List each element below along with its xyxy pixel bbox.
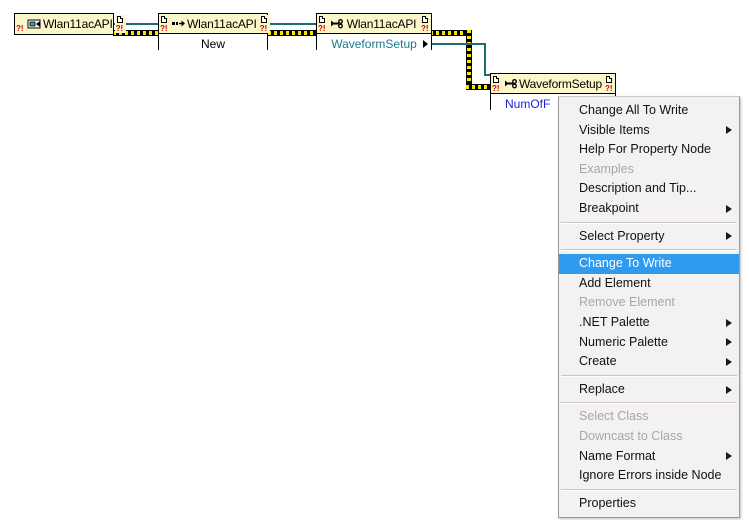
menu-item-label: Help For Property Node xyxy=(579,142,712,157)
menu-item-select-class: Select Class xyxy=(559,407,739,427)
property-label: WaveformSetup xyxy=(331,37,417,51)
menu-item-create[interactable]: Create xyxy=(559,352,739,372)
terminal-left[interactable]: ?! xyxy=(159,14,170,33)
wire-data-1[interactable] xyxy=(113,23,158,25)
wire-error-3-v[interactable] xyxy=(466,30,472,90)
wire-data-3-v[interactable] xyxy=(484,43,486,76)
dotnet-refnum-icon xyxy=(26,15,43,33)
menu-item-description-and-tip[interactable]: Description and Tip... xyxy=(559,179,739,199)
menu-item-change-all-to-write[interactable]: Change All To Write xyxy=(559,101,739,121)
node-constructor-ref[interactable]: ?! Wlan11acAPI ?! xyxy=(14,13,126,35)
node-header: ?! Wlan11acAPI ?! xyxy=(317,14,431,34)
submenu-arrow-icon xyxy=(726,338,732,347)
wire-error-1[interactable] xyxy=(113,30,158,36)
node-subtitle: New xyxy=(159,34,267,54)
menu-item-label: Create xyxy=(579,354,617,369)
menu-item-label: Description and Tip... xyxy=(579,181,697,196)
menu-item-label: Name Format xyxy=(579,448,656,463)
menu-separator xyxy=(561,249,737,252)
menu-item-label: Replace xyxy=(579,381,625,396)
menu-item-add-element[interactable]: Add Element xyxy=(559,274,739,294)
node-constructor-new[interactable]: ?! Wlan11acAPI ?! New xyxy=(158,13,270,54)
menu-item-numeric-palette[interactable]: Numeric Palette xyxy=(559,333,739,353)
node-title: WaveformSetup xyxy=(519,76,602,91)
menu-item-label: Remove Element xyxy=(579,295,675,310)
menu-item-label: Visible Items xyxy=(579,122,650,137)
menu-item-replace[interactable]: Replace xyxy=(559,380,739,400)
submenu-arrow-icon xyxy=(726,452,732,461)
node-header: ?! WaveformSetup ?! xyxy=(491,74,615,94)
terminal-right[interactable]: ?! xyxy=(114,15,126,33)
property-label: NumOfF xyxy=(505,97,551,111)
wire-error-3-h2[interactable] xyxy=(466,84,492,90)
menu-item-label: Downcast to Class xyxy=(579,428,683,443)
terminal-left[interactable]: ?! xyxy=(15,15,26,33)
menu-item-label: Add Element xyxy=(579,275,651,290)
menu-item-properties[interactable]: Properties xyxy=(559,494,739,514)
submenu-arrow-icon xyxy=(726,204,732,213)
menu-item-label: Numeric Palette xyxy=(579,334,668,349)
menu-item-label: Properties xyxy=(579,495,636,510)
wire-data-3-h2[interactable] xyxy=(484,74,492,76)
submenu-arrow-icon xyxy=(726,318,732,327)
submenu-arrow-icon xyxy=(726,126,732,135)
submenu-arrow-icon xyxy=(726,357,732,366)
menu-item-examples: Examples xyxy=(559,160,739,180)
node-property-row[interactable]: WaveformSetup xyxy=(317,34,431,54)
property-node-icon xyxy=(328,15,345,33)
menu-item-label: Breakpoint xyxy=(579,200,639,215)
constructor-node-icon xyxy=(170,15,187,33)
menu-item-label: Change To Write xyxy=(579,256,672,271)
wire-error-2[interactable] xyxy=(268,30,316,36)
menu-item-label: Change All To Write xyxy=(579,103,689,117)
submenu-arrow-icon xyxy=(726,232,732,241)
menu-item-label: Select Class xyxy=(579,409,649,424)
terminal-right[interactable]: ?! xyxy=(258,14,270,33)
node-header: ?! Wlan11acAPI ?! xyxy=(159,14,270,34)
node-title: Wlan11acAPI xyxy=(346,16,417,31)
wire-data-3-h[interactable] xyxy=(432,43,486,45)
terminal-left[interactable]: ?! xyxy=(317,14,328,33)
menu-item-breakpoint[interactable]: Breakpoint xyxy=(559,199,739,219)
menu-item-select-property[interactable]: Select Property xyxy=(559,227,739,247)
node-title: Wlan11acAPI xyxy=(43,17,113,31)
menu-item-label: Select Property xyxy=(579,228,665,243)
menu-item-net-palette[interactable]: .NET Palette xyxy=(559,313,739,333)
menu-separator xyxy=(561,374,737,377)
menu-item-visible-items[interactable]: Visible Items xyxy=(559,121,739,141)
menu-item-label: .NET Palette xyxy=(579,314,650,329)
menu-item-label: Examples xyxy=(579,161,634,176)
menu-item-ignore-errors-inside-node[interactable]: Ignore Errors inside Node xyxy=(559,466,739,486)
node-title: Wlan11acAPI xyxy=(187,16,257,31)
menu-item-name-format[interactable]: Name Format xyxy=(559,447,739,467)
wire-data-2[interactable] xyxy=(268,23,316,25)
wire-error-3-h[interactable] xyxy=(430,30,472,36)
submenu-arrow-icon xyxy=(726,385,732,394)
menu-item-change-to-write[interactable]: Change To Write xyxy=(559,254,739,274)
menu-item-help-for-property-node[interactable]: Help For Property Node xyxy=(559,140,739,160)
menu-item-downcast-to-class: Downcast to Class xyxy=(559,427,739,447)
menu-separator xyxy=(561,221,737,224)
terminal-right[interactable]: ?! xyxy=(420,14,431,33)
node-property-waveformsetup[interactable]: ?! Wlan11acAPI ?! WaveformSetup xyxy=(316,13,432,54)
menu-item-remove-element: Remove Element xyxy=(559,293,739,313)
node-header: ?! Wlan11acAPI ?! xyxy=(15,14,126,34)
menu-item-label: Ignore Errors inside Node xyxy=(579,468,722,483)
terminal-right[interactable]: ?! xyxy=(604,74,615,93)
property-write-arrow-icon xyxy=(423,40,428,48)
terminal-left[interactable]: ?! xyxy=(491,74,502,93)
menu-separator xyxy=(561,488,737,491)
menu-separator xyxy=(561,402,737,405)
property-node-icon xyxy=(502,75,519,93)
